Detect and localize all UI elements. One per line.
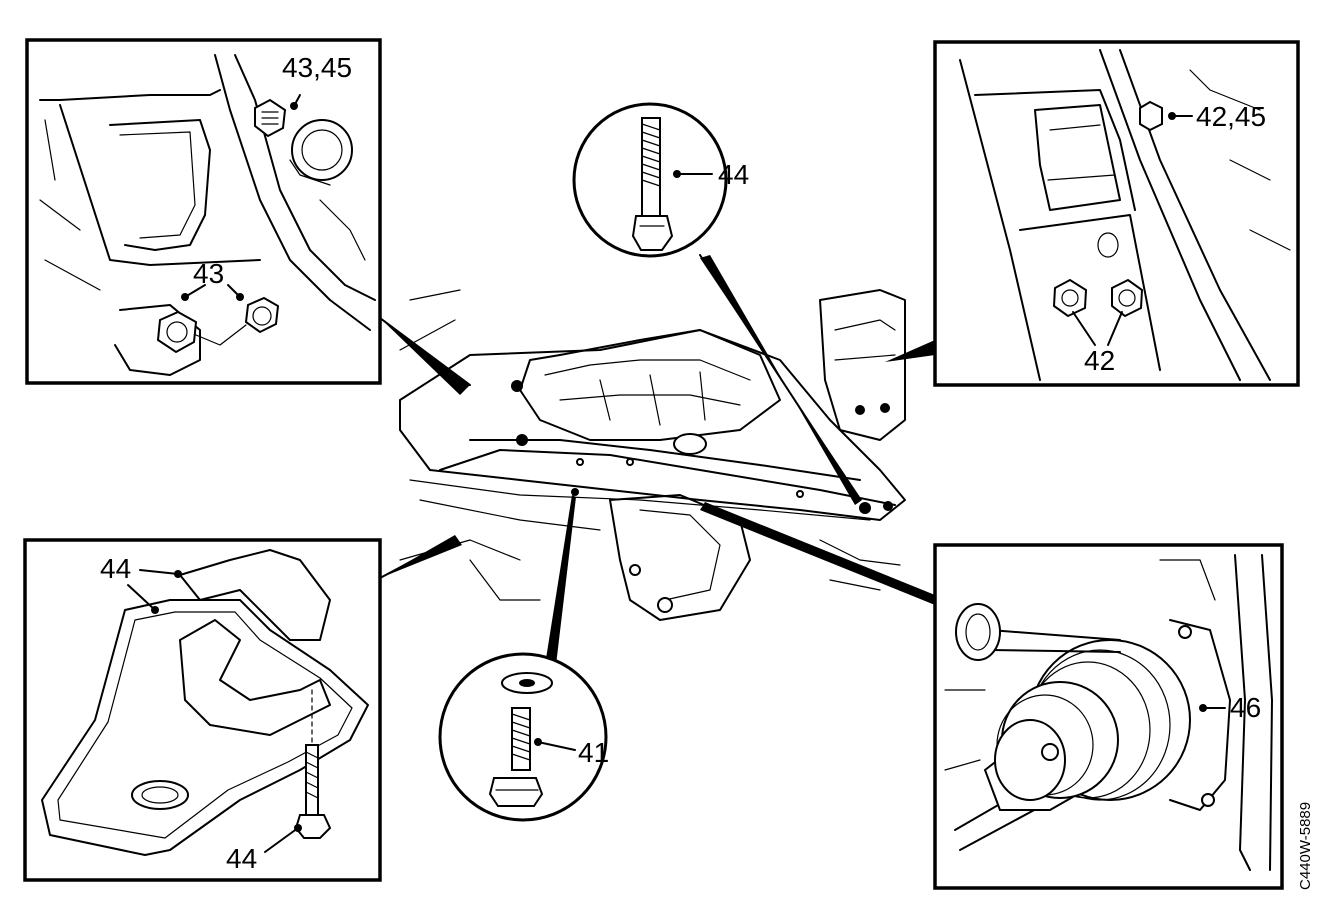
detail-box-bottom-left: 44 44 [23, 538, 382, 882]
callout-42-top-right: 42 [1084, 345, 1115, 376]
callout-44-bottom-left-upper: 44 [100, 553, 131, 584]
callout-44-bottom-left-lower: 44 [226, 843, 257, 874]
callout-46-bottom-right: 46 [1230, 692, 1261, 723]
top-right-drawing [959, 49, 1291, 381]
bolt-44-drawing [631, 117, 713, 251]
callout-43-45-top-left: 43,45 [282, 52, 352, 83]
bottom-left-drawing [41, 549, 369, 856]
detail-circle-bottom: 41 [438, 652, 609, 822]
callout-42-45-top-right: 42,45 [1196, 101, 1266, 132]
bolt-41-drawing [488, 672, 576, 807]
detail-box-top-right: 42,45 42 [933, 40, 1300, 387]
callout-41-bottom-circle: 41 [578, 737, 609, 768]
leader-lines [379, 254, 935, 665]
top-left-drawing [39, 54, 376, 376]
detail-box-bottom-right: 46 [933, 543, 1284, 890]
figure-code: C440W-5889 [1297, 802, 1314, 890]
central-subframe-assembly [399, 289, 906, 621]
callout-43-top-left: 43 [193, 258, 224, 289]
detail-circle-top: 44 [572, 102, 749, 258]
detail-box-top-left: 43,45 43 [25, 38, 382, 385]
callout-44-top-circle: 44 [718, 159, 749, 190]
bottom-right-drawing [944, 554, 1273, 871]
